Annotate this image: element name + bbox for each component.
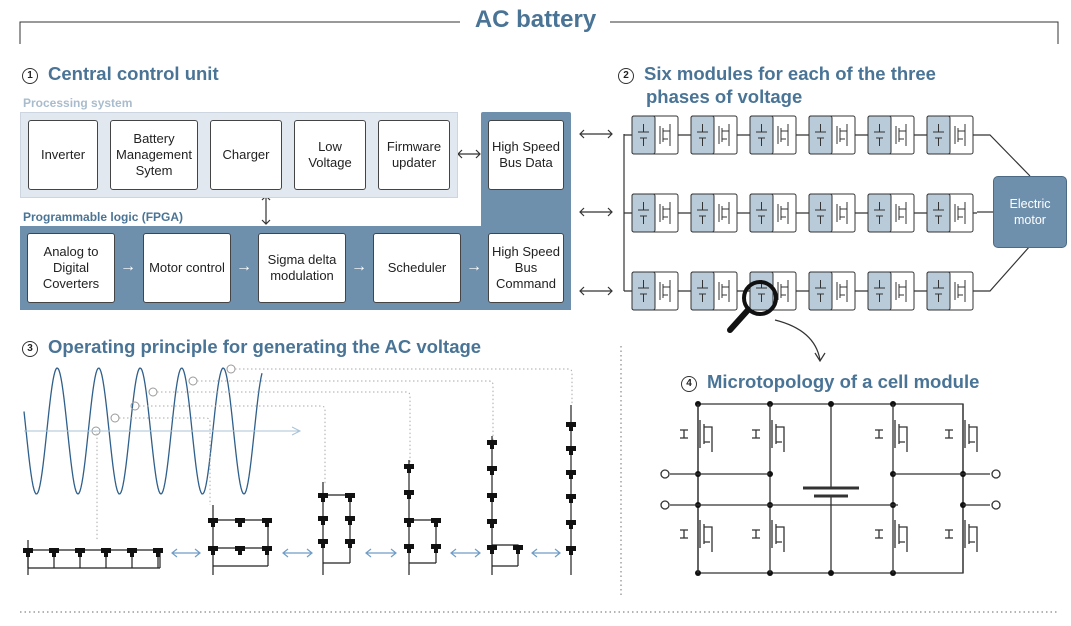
- cell-module: [808, 271, 856, 311]
- fpga-label: Programmable logic (FPGA): [23, 210, 184, 224]
- motor-control-box: Motor control: [143, 233, 231, 303]
- cell-module: [808, 193, 856, 233]
- scheduler-box: Scheduler: [373, 233, 461, 303]
- cell-module: [690, 271, 738, 311]
- cell-module: [808, 115, 856, 155]
- cell-module: [867, 115, 915, 155]
- cell-module: [749, 115, 797, 155]
- flow-arrow-icon: →: [236, 258, 252, 275]
- processing-system-label: Processing system: [23, 96, 133, 110]
- flow-arrow-icon: →: [466, 258, 482, 275]
- cell-module: [926, 115, 974, 155]
- electric-motor-box: Electric motor: [993, 176, 1067, 248]
- ladder-2: [208, 505, 272, 575]
- low-voltage-box: Low Voltage: [294, 120, 366, 190]
- ladder-4: [404, 460, 441, 575]
- flow-arrow-icon: →: [351, 258, 367, 275]
- adc-box: Analog to Digital Coverters: [27, 233, 115, 303]
- cell-module: [631, 115, 679, 155]
- bus-data-box: High Speed Bus Data: [488, 120, 564, 190]
- microtopology-circuit: [660, 401, 1001, 576]
- cell-module: [631, 193, 679, 233]
- cell-module: [690, 193, 738, 233]
- bus-command-box: High Speed Bus Command: [488, 233, 564, 303]
- cell-module: [690, 115, 738, 155]
- cell-module: [631, 271, 679, 311]
- charger-box: Charger: [210, 120, 282, 190]
- magnifier-icon: [727, 280, 826, 363]
- cell-module: [749, 193, 797, 233]
- cell-module: [867, 193, 915, 233]
- bms-box: Battery Management Sytem: [110, 120, 198, 190]
- cell-module: [926, 271, 974, 311]
- page-title: AC battery: [0, 6, 1071, 34]
- ladder-5: [487, 436, 523, 575]
- ladder-6: [566, 405, 576, 575]
- flow-arrow-icon: →: [120, 258, 136, 275]
- cell-module: [867, 271, 915, 311]
- sine-wave: [23, 364, 573, 540]
- cell-ladders: [23, 405, 576, 575]
- ladder-1: [23, 540, 163, 575]
- sigma-delta-box: Sigma delta modulation: [258, 233, 346, 303]
- cell-module: [926, 193, 974, 233]
- ladder-3: [318, 482, 355, 575]
- firmware-updater-box: Firmware updater: [378, 120, 450, 190]
- module-rows: [624, 115, 977, 311]
- inverter-box: Inverter: [28, 120, 98, 190]
